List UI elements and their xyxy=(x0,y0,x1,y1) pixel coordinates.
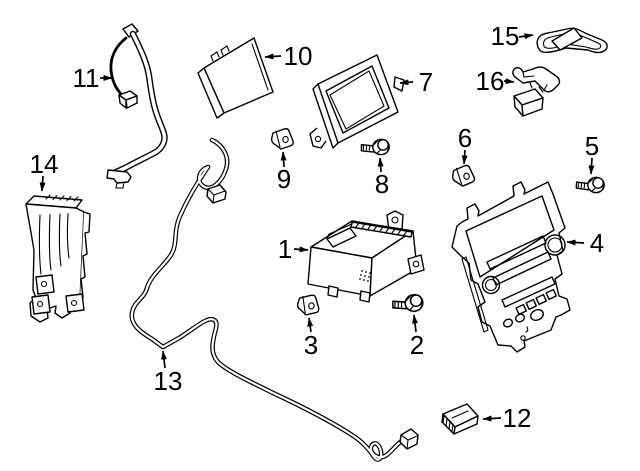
callout-10: 10 xyxy=(264,41,313,71)
part-mounting-bracket-drawing xyxy=(25,194,91,323)
part-wiring-harness-drawing xyxy=(129,137,419,462)
part-screw-2-drawing xyxy=(390,292,425,316)
part-screw-8-drawing xyxy=(359,137,391,159)
callout-7: 7 xyxy=(399,67,433,97)
callout-1: 1 xyxy=(278,234,309,264)
callout-2-label: 2 xyxy=(410,330,424,360)
callout-16: 16 xyxy=(476,66,515,96)
harness-connector-icon xyxy=(206,184,227,204)
bezel-knob-left xyxy=(481,275,501,295)
part-retainer-clip-3-drawing xyxy=(295,293,321,317)
callout-11-label: 11 xyxy=(73,63,100,93)
part-bracket-upper-drawing xyxy=(536,27,608,54)
callout-13-label: 13 xyxy=(154,366,183,396)
bezel-screen-opening xyxy=(465,195,555,278)
part-bracket-clip-drawing xyxy=(512,66,561,117)
part-radio-unit-drawing xyxy=(307,210,425,303)
callout-12: 12 xyxy=(482,403,532,433)
callout-6-label: 6 xyxy=(458,123,472,153)
part-module-drawing xyxy=(197,37,274,119)
part-faceplate-bezel-drawing xyxy=(451,181,571,353)
callout-4-label: 4 xyxy=(590,228,604,258)
bezel-knob-right xyxy=(544,234,566,256)
callout-3: 3 xyxy=(304,317,318,360)
callout-1-label: 1 xyxy=(278,234,292,264)
callout-9: 9 xyxy=(277,151,291,194)
callout-15: 15 xyxy=(491,21,534,51)
callout-5: 5 xyxy=(585,131,599,175)
callout-7-label: 7 xyxy=(419,67,433,97)
callout-13: 13 xyxy=(154,350,183,396)
part-antenna-cable-drawing xyxy=(106,23,168,189)
part-retainer-clip-9-drawing xyxy=(270,128,294,150)
callout-2: 2 xyxy=(410,314,424,360)
callout-3-label: 3 xyxy=(304,330,318,360)
callouts-layer: 1 2 3 4 5 6 7 8 xyxy=(30,21,605,433)
harness-end-connector-icon xyxy=(399,428,419,450)
bezel-buttons xyxy=(502,288,558,341)
callout-6: 6 xyxy=(458,123,472,165)
callout-5-label: 5 xyxy=(585,131,599,161)
part-retainer-clip-6-drawing xyxy=(451,164,476,188)
callout-16-label: 16 xyxy=(476,66,505,96)
callout-9-label: 9 xyxy=(277,164,291,194)
part-screw-5-drawing xyxy=(574,175,606,196)
cable-connector-icon xyxy=(118,90,138,109)
callout-8-label: 8 xyxy=(375,169,389,199)
part-display-screen-drawing xyxy=(309,54,405,149)
speaker-grill-icon xyxy=(359,270,371,282)
callout-15-label: 15 xyxy=(491,21,520,51)
callout-4: 4 xyxy=(566,228,604,258)
callout-14-label: 14 xyxy=(30,149,59,179)
callout-11: 11 xyxy=(73,63,113,93)
callout-8: 8 xyxy=(375,157,389,199)
callout-12-label: 12 xyxy=(503,403,532,433)
callout-10-label: 10 xyxy=(284,41,313,71)
part-connector-module-drawing xyxy=(441,403,479,435)
callout-14: 14 xyxy=(30,149,59,192)
